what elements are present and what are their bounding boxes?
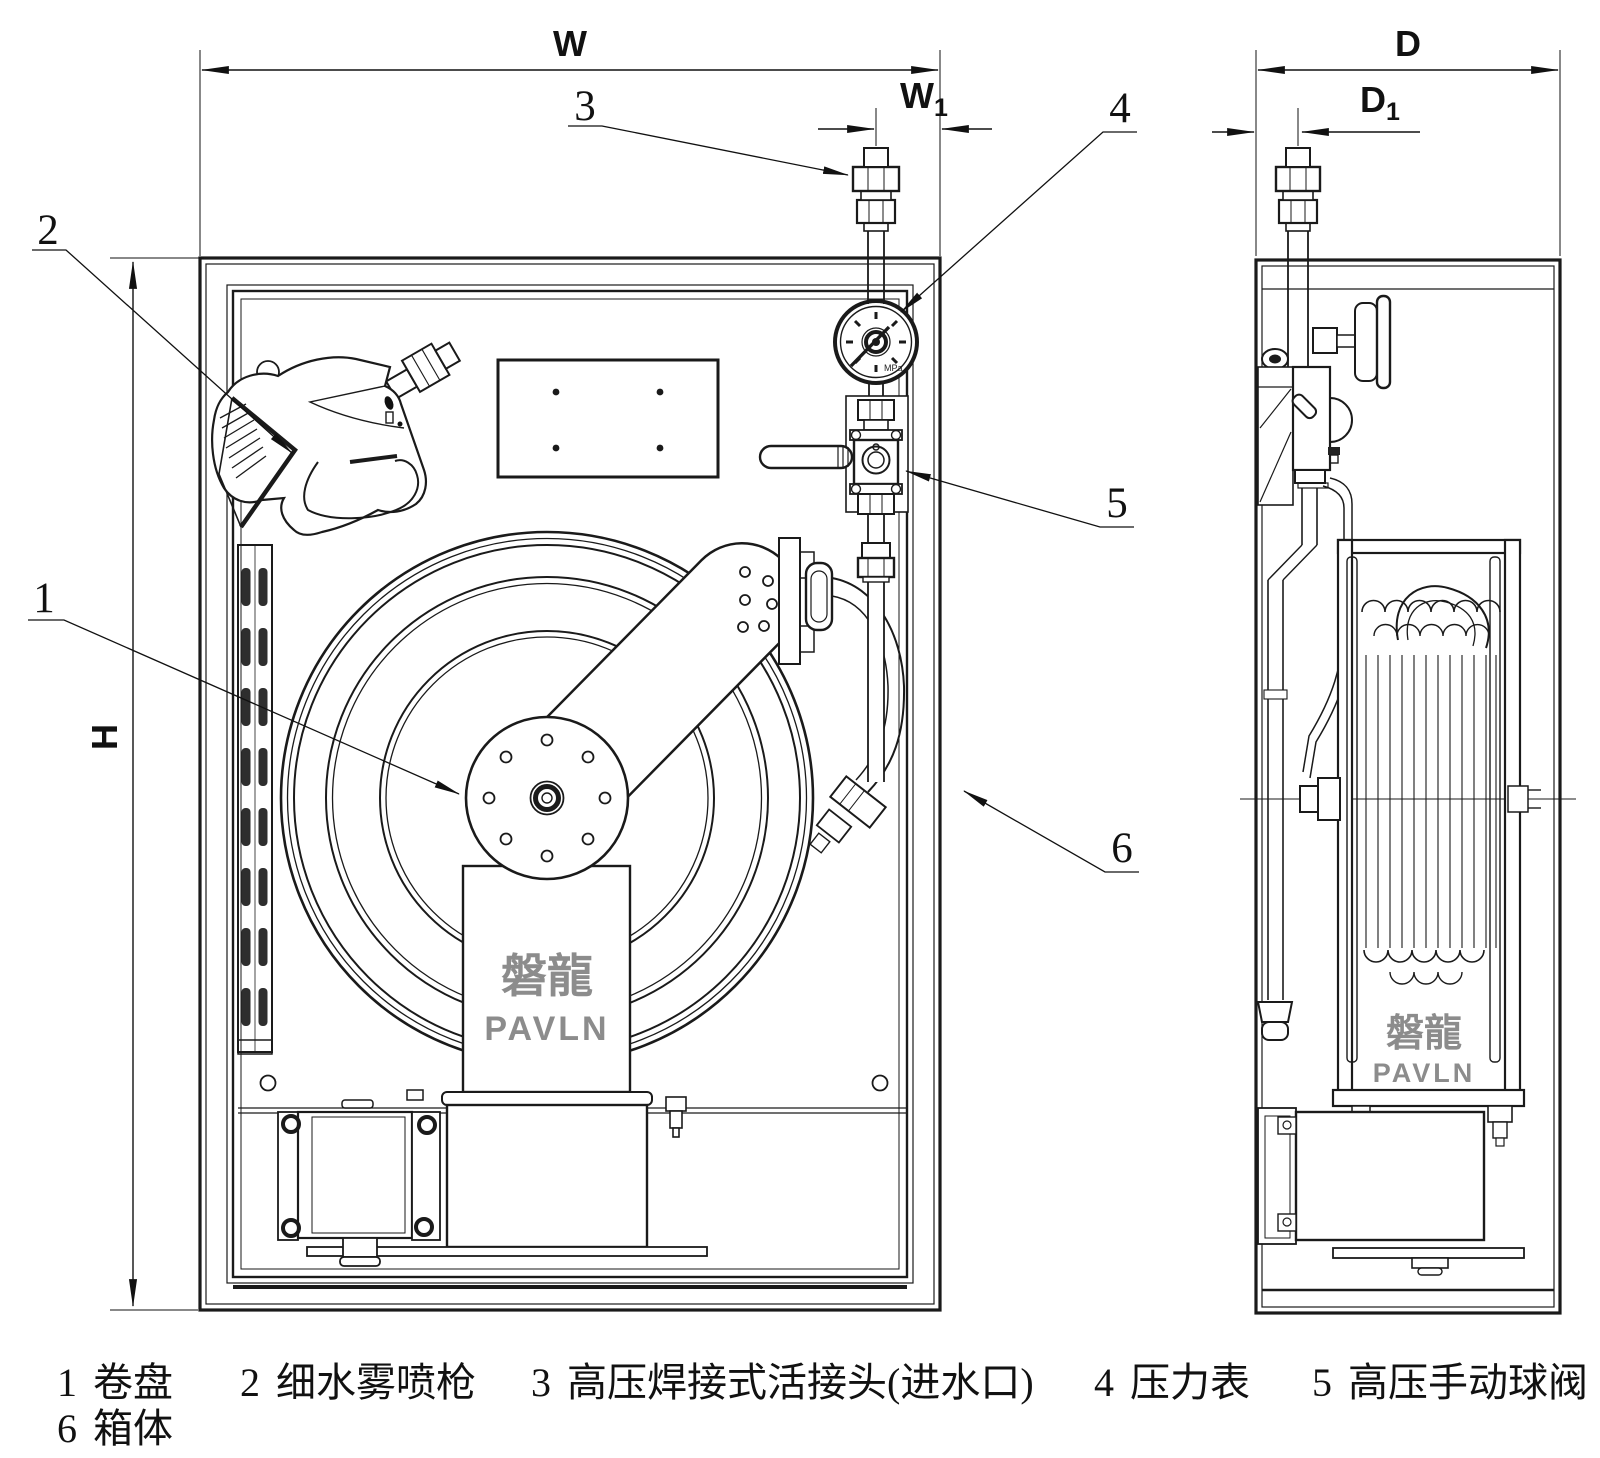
callout-4: 4: [1109, 85, 1131, 132]
dim-w: W: [199, 23, 941, 256]
arm-bracket: [778, 537, 801, 665]
leader-4: [900, 131, 1137, 313]
pressure-gauge-side: [1261, 294, 1392, 390]
supply-pipe: [856, 512, 896, 782]
dim-d1: D1: [1212, 79, 1420, 146]
valve-handle: [758, 444, 854, 470]
side-view: 磐龍 PAVLN: [1240, 147, 1576, 1315]
spray-gun: [211, 341, 462, 536]
hose-end-fitting: [809, 774, 888, 854]
brand-cn-side: 磐龍: [1386, 1013, 1462, 1055]
leader-5: [905, 470, 1134, 528]
left-junction-box: [277, 1110, 441, 1241]
base-assembly: [238, 1089, 906, 1267]
trigger-guard: [303, 459, 419, 520]
dim-label-d1: D1: [1360, 79, 1400, 126]
pipe-union: [856, 556, 896, 579]
brand-en-front: PAVLN: [484, 1010, 609, 1048]
base-bolt-right: [665, 1096, 687, 1138]
ball-valve: [758, 395, 909, 515]
name-plate: [496, 358, 720, 479]
axle: [1299, 777, 1541, 821]
callout-6: 6: [1111, 825, 1133, 872]
leader-2: [32, 249, 293, 454]
cabinet-side: [1254, 258, 1562, 1315]
base-assembly-side: [1257, 1088, 1526, 1276]
front-view: 磐龍 PAVLN: [198, 147, 942, 1312]
pedestal-base: [445, 1103, 649, 1249]
dim-label-d: D: [1395, 23, 1421, 64]
dimensions: W W1 H D D1: [84, 23, 1561, 1311]
mounting-rail: [237, 544, 273, 1055]
callout-leaders: [28, 125, 1139, 873]
pressure-gauge: MPa: [833, 299, 919, 401]
callout-5: 5: [1106, 480, 1128, 527]
dim-label-h: H: [84, 724, 125, 750]
callout-3: 3: [574, 83, 596, 130]
ball-valve-side: [1257, 365, 1353, 581]
gauge-unit: MPa: [884, 363, 903, 373]
dim-h: H: [84, 257, 204, 1311]
reel-drum-side: 磐龍 PAVLN: [1299, 538, 1541, 1104]
leader-6: [963, 790, 1139, 873]
dim-w1: W1: [818, 75, 992, 146]
swivel-joint: [804, 561, 834, 632]
inlet-union-side: [1274, 147, 1322, 367]
inlet-union: [851, 147, 901, 304]
down-pipe-side: [1256, 580, 1294, 1041]
leader-3: [568, 125, 850, 176]
dim-d: D: [1255, 23, 1561, 256]
brand-en-side: PAVLN: [1373, 1058, 1476, 1088]
callout-2: 2: [37, 207, 59, 254]
reel-pedestal: 磐龍 PAVLN: [461, 864, 632, 1094]
callout-numbers: 1 2 3 4 5 6: [33, 83, 1133, 872]
dim-label-w1: W1: [900, 75, 948, 122]
dim-label-w: W: [553, 23, 587, 64]
reel-hub: [464, 715, 630, 881]
leader-1: [28, 619, 460, 795]
hose-coil: [1361, 585, 1501, 985]
callout-1: 1: [33, 575, 55, 622]
base-plate: [306, 1246, 708, 1257]
gun-nozzle: [384, 341, 462, 401]
gun-holder-clip: [218, 396, 298, 529]
brand-cn-front: 磐龍: [501, 951, 593, 1002]
cabinet-front: [198, 256, 942, 1312]
